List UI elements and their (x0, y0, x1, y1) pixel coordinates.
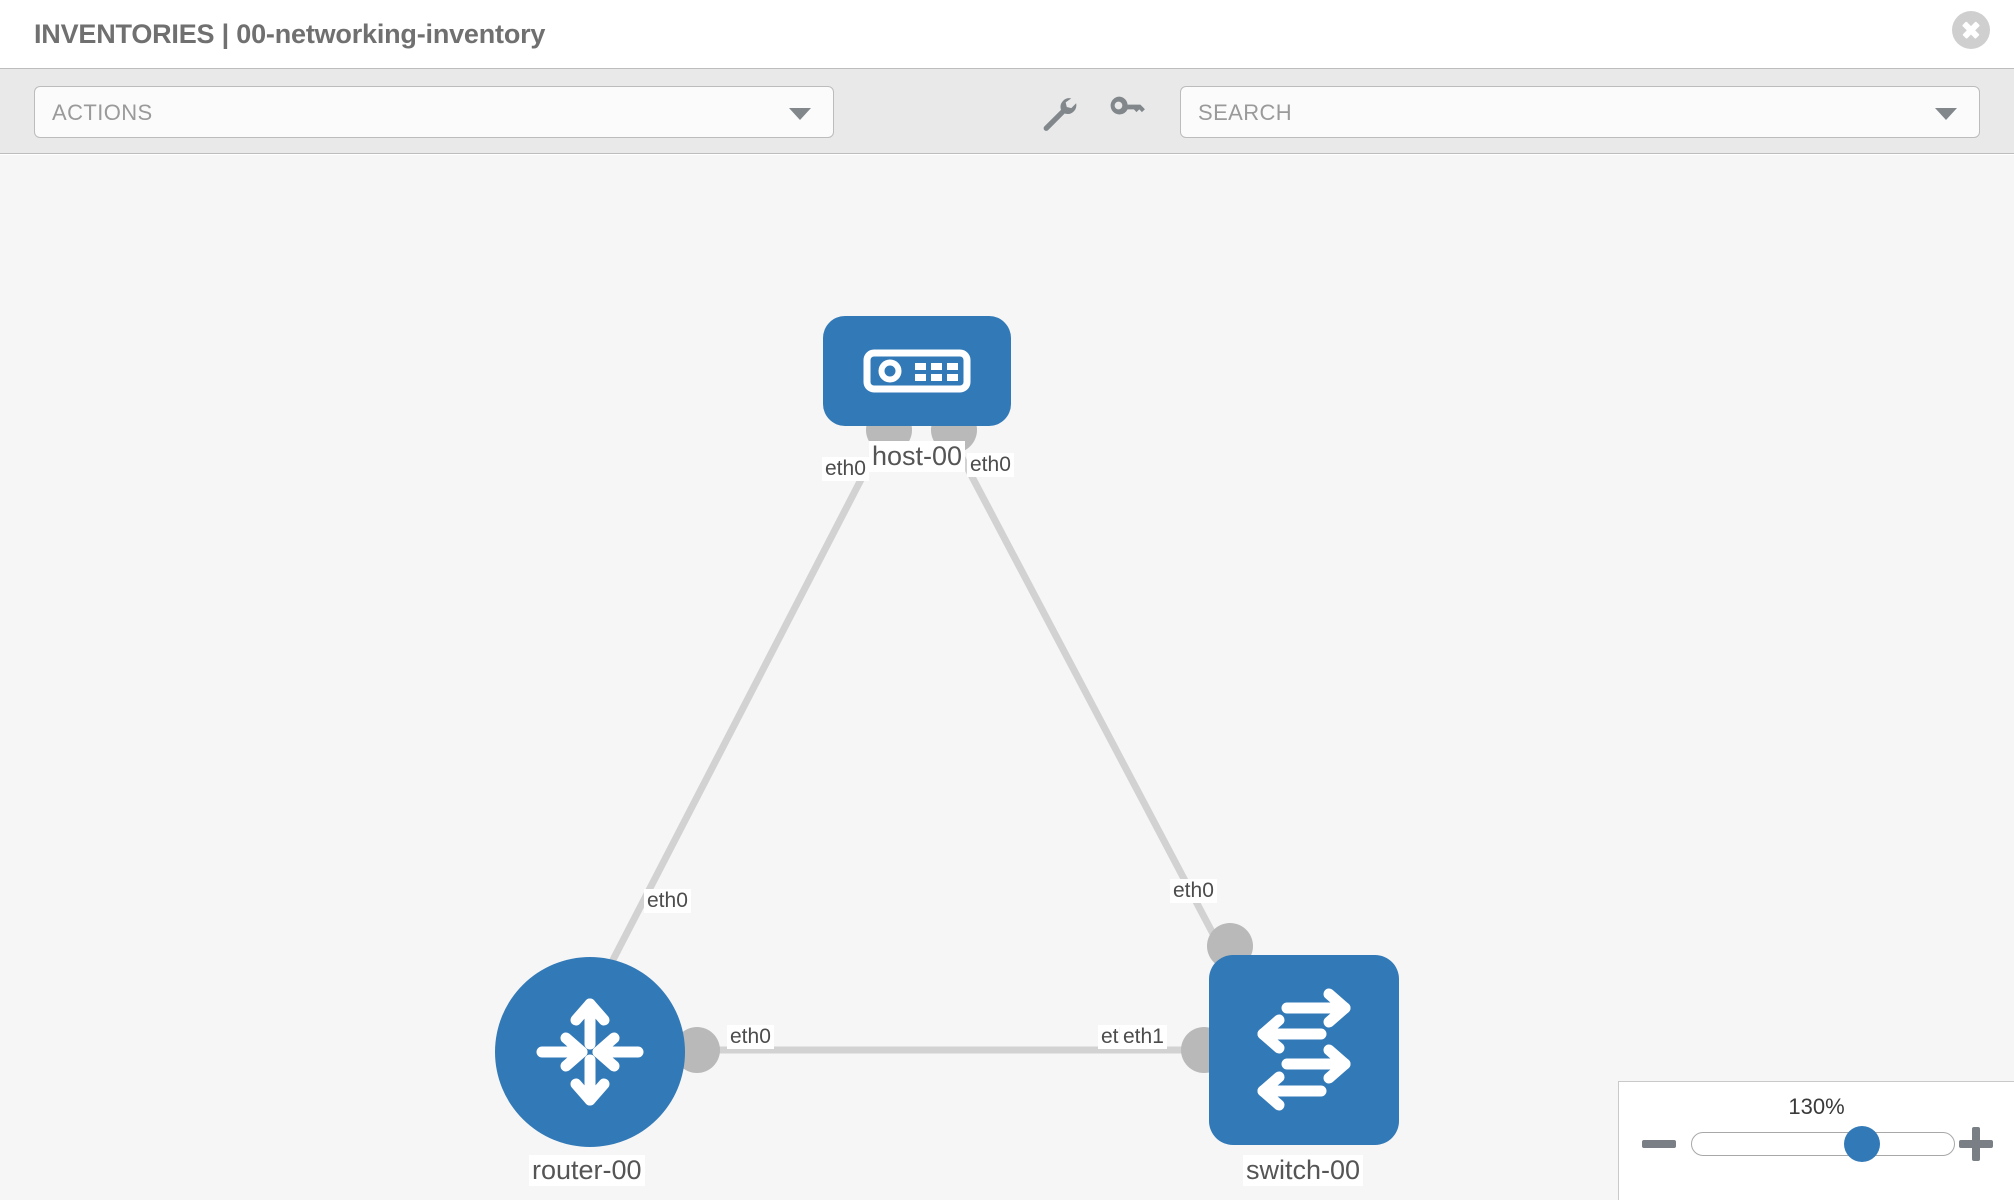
page-header: INVENTORIES | 00-networking-inventory (0, 0, 2014, 68)
node-label-host-00: host-00 (869, 441, 966, 472)
node-router-00[interactable] (495, 957, 685, 1147)
actions-dropdown-label: ACTIONS (52, 100, 153, 125)
zoom-slider[interactable] (1691, 1126, 1955, 1162)
search-placeholder: SEARCH (1198, 100, 1293, 125)
node-host-00[interactable] (823, 316, 1011, 426)
node-switch-00[interactable] (1209, 955, 1399, 1145)
wrench-icon[interactable] (1037, 91, 1079, 133)
search-input[interactable]: SEARCH (1180, 86, 1980, 138)
topology-edges (596, 433, 1244, 1054)
zoom-percent-label: 130% (1788, 1094, 1845, 1119)
zoom-control-panel: 130% (1618, 1081, 2014, 1200)
edge-label-router-up: eth0 (644, 889, 691, 913)
node-label-router-00: router-00 (529, 1155, 645, 1186)
key-icon[interactable] (1105, 91, 1147, 133)
zoom-in-button[interactable] (1958, 1126, 1994, 1162)
chevron-down-icon[interactable] (1935, 108, 1957, 120)
page-title: INVENTORIES | 00-networking-inventory (34, 18, 546, 49)
close-icon[interactable] (1952, 11, 1990, 49)
edge-label-router-right: eth0 (727, 1025, 774, 1049)
node-label-switch-00: switch-00 (1243, 1155, 1364, 1186)
edge-label-switch-up: eth0 (1170, 879, 1217, 903)
actions-dropdown[interactable]: ACTIONS (34, 86, 834, 138)
switch-icon (1257, 988, 1351, 1111)
edge-label-host-right: eth0 (967, 453, 1014, 477)
edge-label-switch-left: eth1 (1120, 1025, 1167, 1049)
topology-canvas[interactable]: host-00 router-00 switch-00 eth0 eth0 et… (0, 155, 2014, 1200)
edge-label-switch-left-occluded: eth0 (1098, 1025, 1124, 1049)
server-icon (863, 349, 971, 393)
chevron-down-icon (789, 108, 811, 120)
zoom-out-button[interactable] (1641, 1126, 1677, 1162)
router-icon (536, 998, 644, 1106)
zoom-slider-thumb[interactable] (1844, 1126, 1881, 1162)
edge-label-host-left: eth0 (822, 457, 869, 481)
toolbar: ACTIONS SEARCH (0, 68, 2014, 154)
